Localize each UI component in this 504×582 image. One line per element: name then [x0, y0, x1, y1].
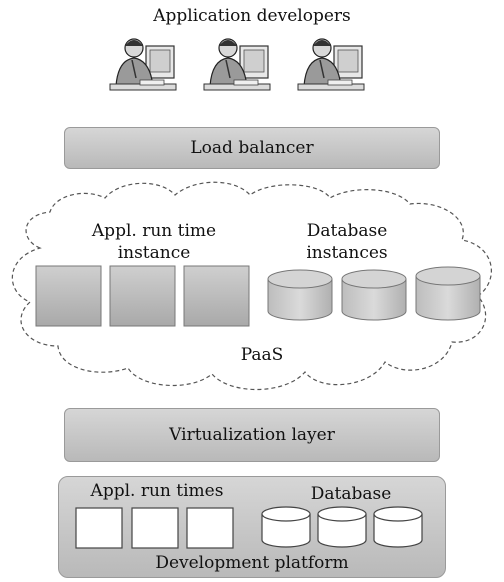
virtualization-layer-label: Virtualization layer: [169, 425, 335, 445]
development-platform-label: Development platform: [155, 553, 349, 573]
runtimes-label: Appl. run times: [90, 481, 224, 501]
developers-title: Application developers: [153, 6, 351, 26]
load-balancer-bar: Load balancer: [64, 127, 440, 169]
database-instance-cylinder: [267, 269, 333, 321]
runtime-instance-box: [109, 265, 176, 327]
runtime-instance-box: [183, 265, 250, 327]
runtime-instance-box: [35, 265, 102, 327]
runtime-instance-label-line2: instance: [117, 243, 191, 263]
paas-label: PaaS: [240, 345, 284, 365]
platform-database-label: Database: [310, 484, 392, 504]
virtualization-layer-bar: Virtualization layer: [64, 408, 440, 462]
database-instance-cylinder: [415, 266, 481, 321]
developer-icon: [109, 38, 177, 91]
runtime-instance-label-line1: Appl. run time: [91, 221, 217, 241]
database-instance-cylinder: [341, 269, 407, 321]
developer-icon: [203, 38, 271, 91]
database-instances-label-line1: Database: [306, 221, 388, 241]
paas-cloud: [11, 181, 492, 391]
developer-icon: [297, 38, 365, 91]
load-balancer-label: Load balancer: [190, 138, 314, 158]
database-instances-label-line2: instances: [306, 243, 388, 263]
